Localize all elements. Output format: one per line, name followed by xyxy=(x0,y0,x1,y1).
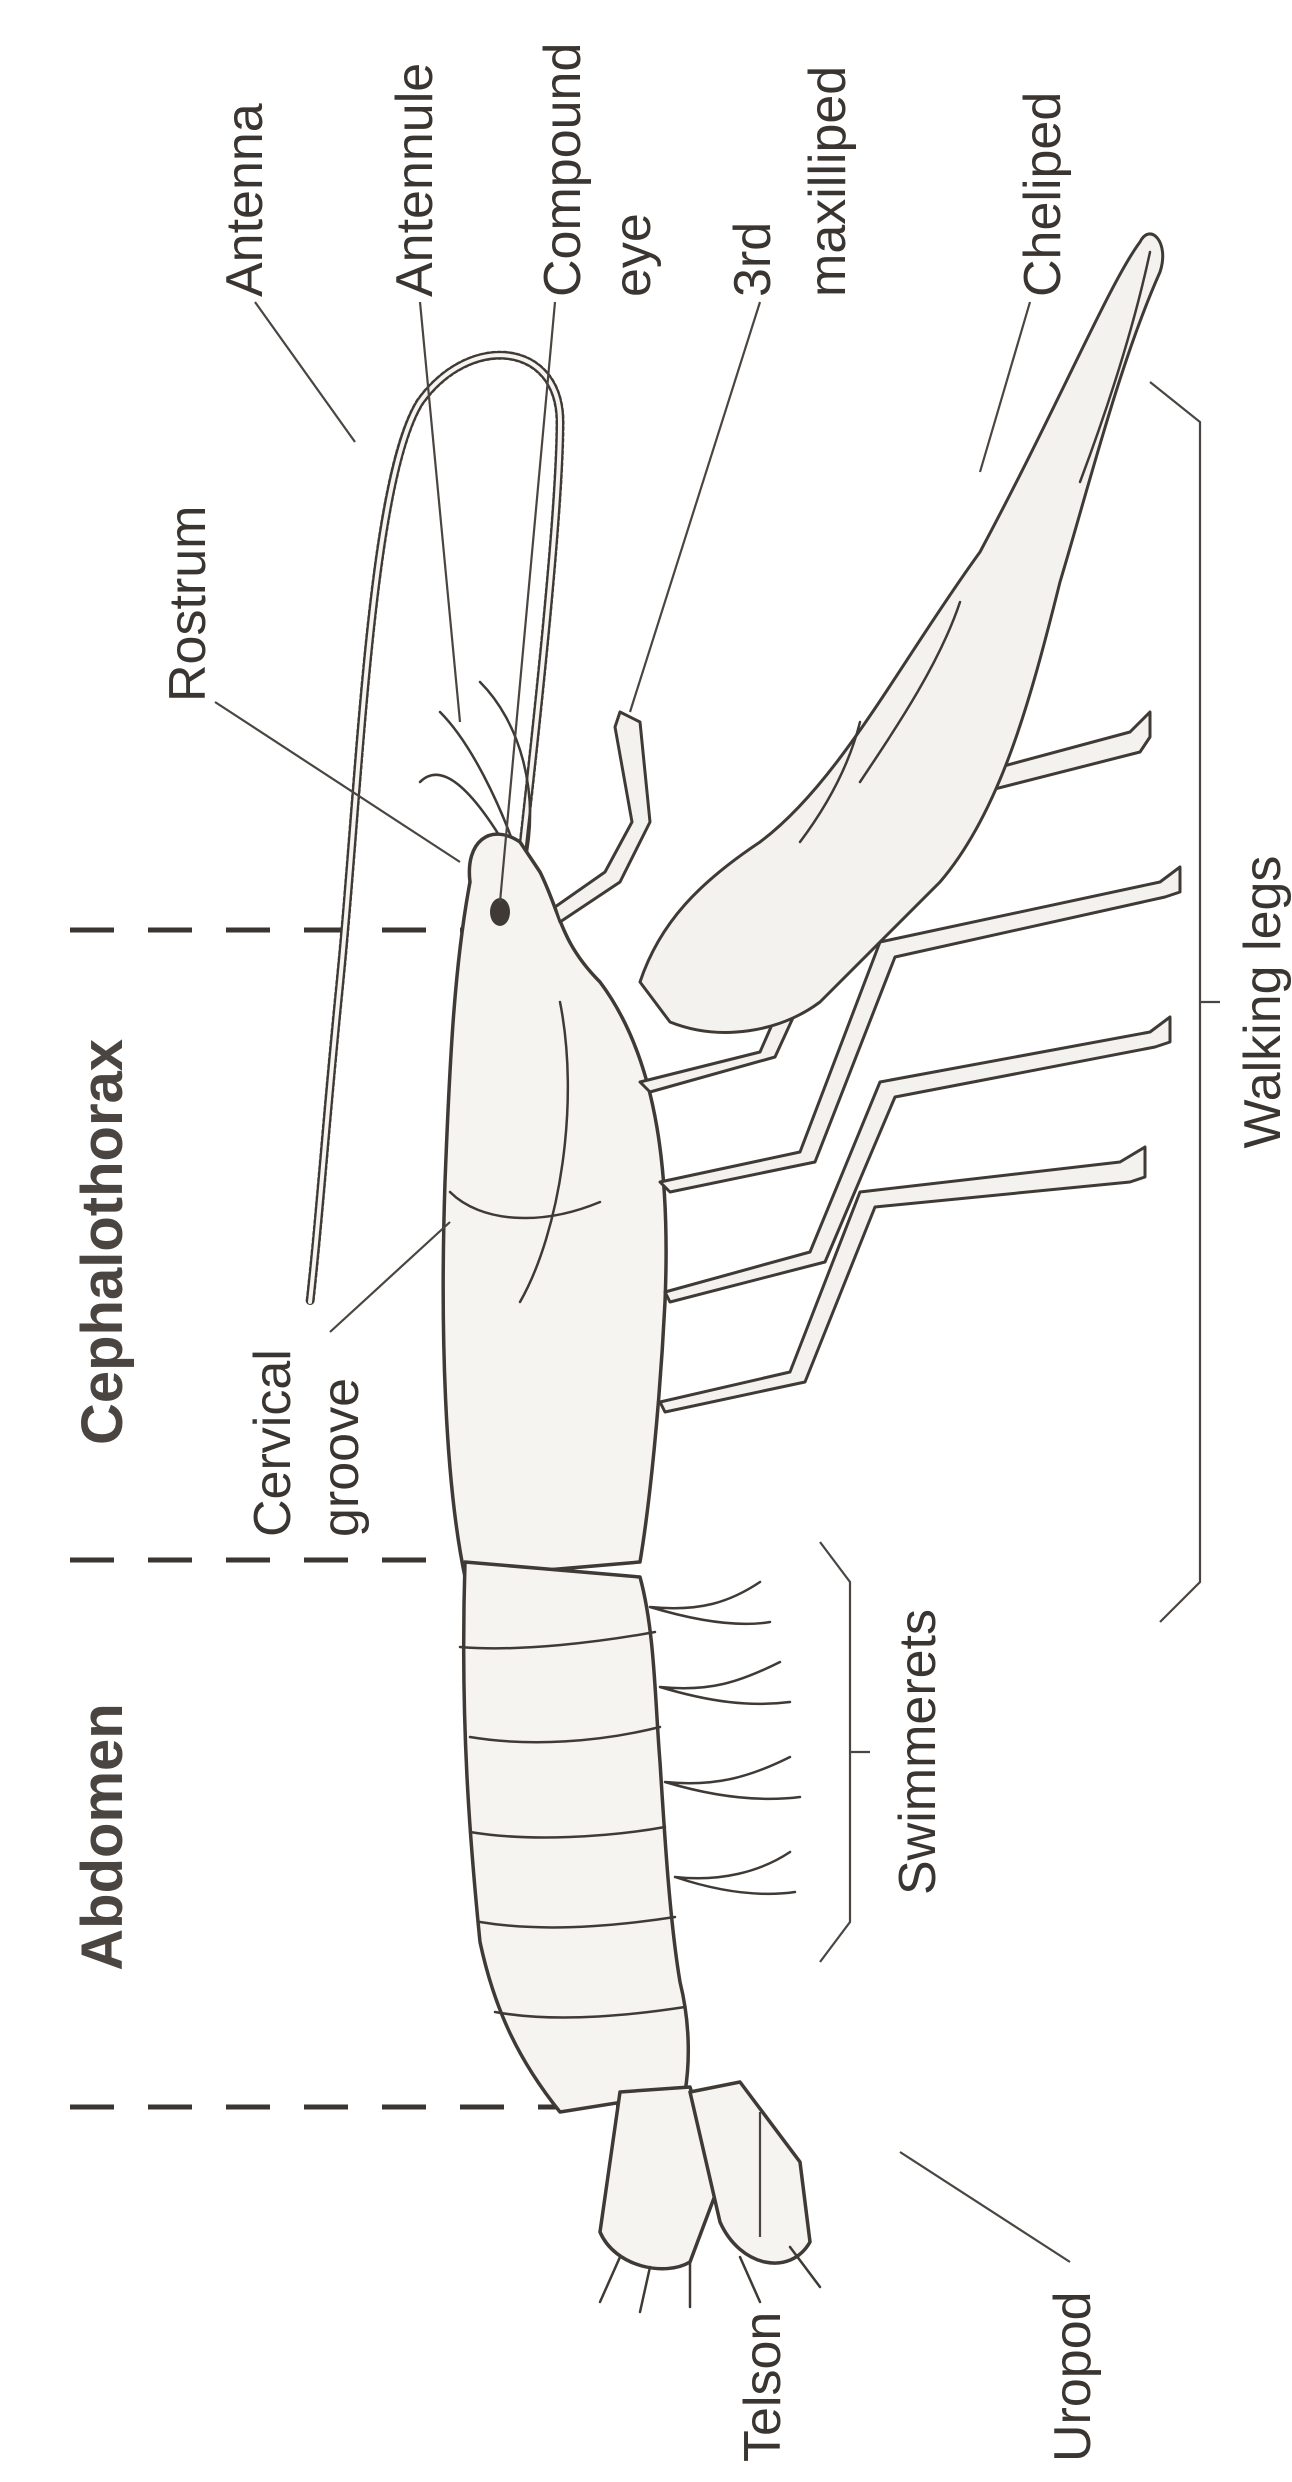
leader-cervical xyxy=(330,1222,450,1332)
label-cervical-2: groove xyxy=(312,1378,370,1537)
label-cheliped: Cheliped xyxy=(1014,92,1072,297)
label-antenna: Antenna xyxy=(216,103,274,297)
leader-maxilliped xyxy=(630,302,760,712)
compound-eye xyxy=(490,898,510,926)
label-walking-legs: Walking legs xyxy=(1234,856,1292,1149)
label-rostrum: Rostrum xyxy=(159,506,217,702)
label-uropod: Uropod xyxy=(1044,2291,1102,2462)
swimmeret-2 xyxy=(660,1662,790,1704)
leader-rostrum xyxy=(215,702,460,862)
label-swimmerets: Swimmerets xyxy=(889,1609,947,1895)
leader-uropod xyxy=(900,2152,1070,2262)
label-compound-eye-1: Compound xyxy=(534,43,592,297)
swimmeret-3 xyxy=(665,1757,800,1799)
heading-cephalothorax: Cephalothorax xyxy=(70,1039,135,1445)
bracket-walking-legs xyxy=(1150,382,1220,1622)
swimmeret-1 xyxy=(650,1582,770,1624)
label-antennule: Antennule xyxy=(386,63,444,297)
crayfish-illustration xyxy=(310,234,1180,2312)
label-cervical-1: Cervical xyxy=(244,1349,302,1537)
heading-abdomen: Abdomen xyxy=(70,1703,135,1970)
label-compound-eye-2: eye xyxy=(604,213,662,297)
label-telson: Telson xyxy=(734,2312,792,2462)
swimmerets-group xyxy=(650,1582,800,1894)
label-maxilliped-2: maxilliped xyxy=(799,66,857,297)
leader-antenna xyxy=(255,302,355,442)
bracket-swimmerets xyxy=(820,1542,870,1962)
label-maxilliped-1: 3rd xyxy=(724,222,782,297)
swimmeret-4 xyxy=(675,1852,795,1894)
third-maxilliped xyxy=(555,712,650,922)
uropod xyxy=(690,2082,810,2263)
leader-cheliped xyxy=(980,302,1030,472)
